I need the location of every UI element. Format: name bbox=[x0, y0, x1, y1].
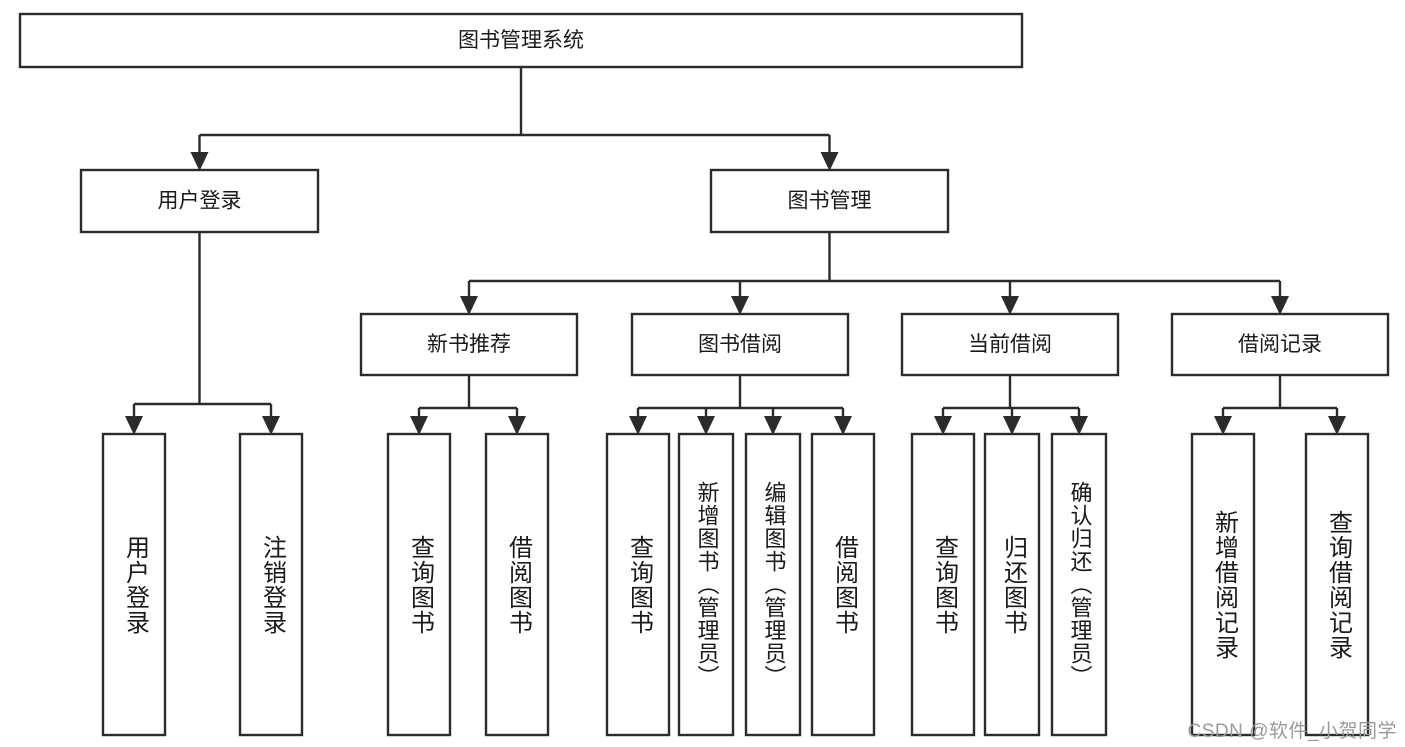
node-box-leaf-query-book-1[interactable] bbox=[386, 432, 452, 737]
edge-arrowhead bbox=[125, 416, 143, 435]
node-label-new-book-recommend: 新书推荐 bbox=[427, 333, 511, 356]
edge-arrowhead bbox=[764, 416, 782, 435]
node-box-book-borrow[interactable] bbox=[630, 312, 850, 377]
edge-arrowhead bbox=[190, 152, 209, 171]
node-box-leaf-edit-book[interactable] bbox=[744, 432, 802, 737]
node-box-user-login[interactable] bbox=[79, 168, 320, 234]
node-box-leaf-confirm-return[interactable] bbox=[1050, 432, 1108, 737]
edge-arrowhead bbox=[820, 152, 839, 171]
edge-arrowhead bbox=[697, 416, 715, 435]
node-label-borrow-record: 借阅记录 bbox=[1238, 333, 1322, 356]
node-box-leaf-add-record[interactable] bbox=[1190, 432, 1256, 737]
boxes-layer bbox=[18, 12, 1390, 737]
node-box-leaf-add-book[interactable] bbox=[677, 432, 735, 737]
node-box-leaf-borrow-book-1[interactable] bbox=[484, 432, 550, 737]
edge-arrowhead bbox=[1271, 296, 1289, 315]
node-box-leaf-query-book-3[interactable] bbox=[910, 432, 976, 737]
node-box-book-manage[interactable] bbox=[709, 168, 950, 234]
edge-arrowhead bbox=[834, 416, 852, 435]
node-label-root: 图书管理系统 bbox=[458, 29, 584, 52]
edge-arrowhead bbox=[731, 296, 749, 315]
node-box-leaf-query-record[interactable] bbox=[1304, 432, 1370, 737]
edge-arrowhead bbox=[1001, 296, 1019, 315]
connectors-layer bbox=[125, 67, 1346, 435]
edge-arrowhead bbox=[629, 416, 647, 435]
edge-arrowhead bbox=[1003, 416, 1021, 435]
edge-arrowhead bbox=[934, 416, 952, 435]
node-label-book-manage: 图书管理 bbox=[788, 190, 872, 213]
node-box-leaf-return-book[interactable] bbox=[983, 432, 1041, 737]
node-box-leaf-user-logout[interactable] bbox=[238, 432, 304, 737]
node-box-current-borrow[interactable] bbox=[900, 312, 1120, 377]
node-box-root[interactable] bbox=[18, 12, 1024, 69]
edge-arrowhead bbox=[1070, 416, 1088, 435]
edge-arrowhead bbox=[460, 296, 478, 315]
node-box-leaf-borrow-book-2[interactable] bbox=[810, 432, 876, 737]
edge-arrowhead bbox=[508, 416, 526, 435]
csdn-watermark: CSDN @软件_小贺同学 bbox=[1187, 721, 1397, 742]
node-label-book-borrow: 图书借阅 bbox=[698, 333, 782, 356]
edge-arrowhead bbox=[262, 416, 280, 435]
node-box-new-book-recommend[interactable] bbox=[359, 312, 579, 377]
node-box-leaf-query-book-2[interactable] bbox=[605, 432, 671, 737]
edge-arrowhead bbox=[1328, 416, 1346, 435]
edge-arrowhead bbox=[410, 416, 428, 435]
edge-arrowhead bbox=[1214, 416, 1232, 435]
node-label-current-borrow: 当前借阅 bbox=[968, 333, 1052, 356]
node-label-user-login: 用户登录 bbox=[158, 190, 242, 213]
node-box-borrow-record[interactable] bbox=[1170, 312, 1390, 377]
node-box-leaf-user-login[interactable] bbox=[101, 432, 167, 737]
